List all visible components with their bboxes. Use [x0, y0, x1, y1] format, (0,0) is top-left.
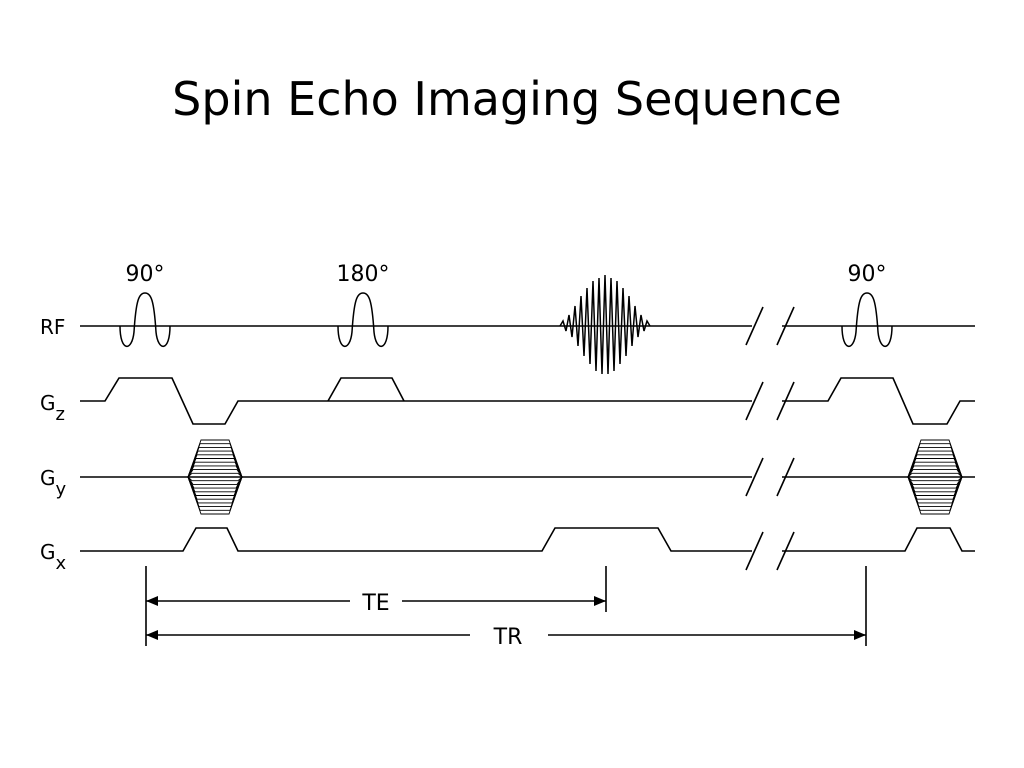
pulse-label-180: 180° [337, 262, 390, 287]
gy-phase-encode-step [187, 458, 243, 478]
gy-phase-encode-step [907, 476, 963, 489]
gz-180-lobe [327, 377, 405, 402]
gx-label: Gx [40, 540, 67, 574]
page-title: Spin Echo Imaging Sequence [172, 72, 842, 126]
gz-label-main: G [40, 391, 56, 415]
gy-phase-encode-step [907, 458, 963, 478]
gx-waveform-right [782, 527, 975, 552]
gx-waveform-left [80, 527, 752, 552]
rf-break-mark-b [776, 306, 795, 346]
rf-label: RF [40, 315, 65, 339]
gy-channel [80, 439, 975, 515]
pulse-label-90-first: 90° [126, 262, 165, 287]
gy-phase-encode-step [907, 476, 963, 511]
rf-180-pulse [337, 292, 389, 347]
gx-channel [80, 527, 975, 571]
rf-channel [80, 274, 975, 375]
gz-break-mark-b [776, 381, 795, 421]
gy-break-mark-a [745, 457, 764, 497]
gy-label-main: G [40, 466, 56, 490]
rf-90-pulse-first [119, 292, 171, 347]
gz-channel [80, 377, 975, 425]
gy-phase-encode-step [187, 476, 243, 489]
gy-label: Gy [40, 466, 67, 500]
gy-phase-encode-step [187, 472, 243, 478]
tr-label: TR [493, 625, 523, 650]
gx-break-mark-a [745, 531, 764, 571]
rf-echo-signal [559, 274, 651, 375]
rf-break-mark-a [745, 306, 764, 346]
tr-arrowhead-left [146, 630, 158, 640]
gy-phase-encode-step [907, 476, 963, 496]
gy-phase-encode-table-second [907, 439, 963, 515]
te-label: TE [361, 591, 389, 616]
gx-break-mark-b [776, 531, 795, 571]
gz-label: Gz [40, 391, 65, 425]
gy-phase-encode-step [907, 465, 963, 478]
gy-phase-encode-step [187, 476, 243, 511]
gy-phase-encode-step [907, 476, 963, 482]
gy-break-mark-b [776, 457, 795, 497]
gx-label-main: G [40, 540, 56, 564]
gy-phase-encode-step [907, 443, 963, 478]
gy-phase-encode-step [907, 472, 963, 478]
tr-arrowhead-right [854, 630, 866, 640]
gy-phase-encode-step [187, 439, 243, 478]
gy-phase-encode-table-first [187, 439, 243, 515]
te-arrowhead-left [146, 596, 158, 606]
gy-phase-encode-step [187, 465, 243, 478]
gy-phase-encode-step [187, 443, 243, 478]
gz-waveform-left [80, 377, 752, 425]
gy-phase-encode-step [187, 476, 243, 515]
gx-label-sub: x [56, 553, 67, 574]
timing-markers: TE TR [145, 566, 867, 650]
gy-phase-encode-step [187, 476, 243, 482]
gy-label-sub: y [56, 479, 67, 500]
gz-waveform-right [782, 377, 975, 425]
gz-break-mark-a [745, 381, 764, 421]
gy-phase-encode-step [907, 476, 963, 515]
gz-label-sub: z [56, 404, 65, 425]
pulse-label-90-second: 90° [848, 262, 887, 287]
gy-phase-encode-step [907, 439, 963, 478]
rf-90-pulse-second [841, 292, 893, 347]
te-arrowhead-right [594, 596, 606, 606]
gy-phase-encode-step [187, 476, 243, 496]
